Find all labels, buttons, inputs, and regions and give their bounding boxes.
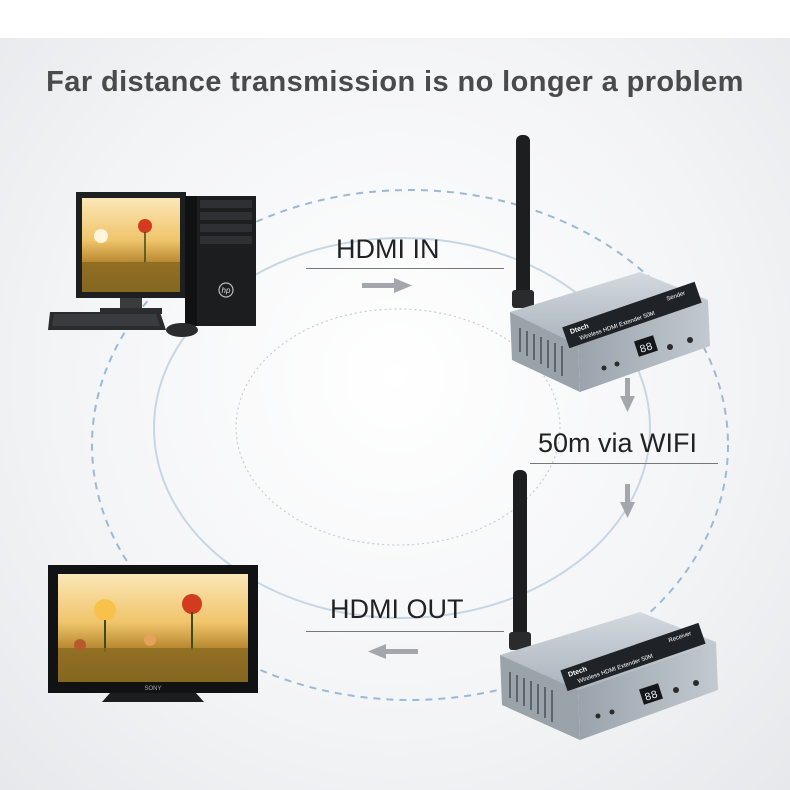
wifi-underline — [530, 463, 718, 464]
middle-ring — [153, 237, 651, 619]
television: SONY — [48, 565, 258, 702]
headline: Far distance transmission is no longer a… — [46, 66, 744, 98]
arrow-right-icon — [362, 278, 412, 293]
sender-digits: 88 — [638, 341, 654, 356]
arrow-down-icon — [620, 484, 635, 518]
inner-ring — [235, 308, 561, 546]
tv-brand-logo: SONY — [144, 686, 161, 692]
hdmi-in-label: HDMI IN — [336, 234, 440, 264]
receiver-digits: 88 — [643, 689, 659, 704]
computer: hp — [48, 192, 256, 337]
receiver-unit: 88 Dtech Wireless HDMI Extender 50M Rece… — [500, 470, 718, 740]
pc-brand-logo: hp — [222, 286, 231, 295]
outer-ring — [91, 189, 729, 701]
arrow-left-icon — [368, 644, 418, 659]
hdmi-in-underline — [306, 268, 504, 269]
sender-unit: 88 Dtech Wireless HDMI Extender 50M Send… — [510, 135, 710, 392]
sender-tag: Sender — [666, 291, 686, 303]
hdmi-out-label: HDMI OUT — [330, 594, 464, 624]
arrow-down-icon — [620, 378, 635, 412]
wifi-distance-label: 50m via WIFI — [538, 428, 698, 458]
hdmi-out-underline — [306, 631, 504, 632]
